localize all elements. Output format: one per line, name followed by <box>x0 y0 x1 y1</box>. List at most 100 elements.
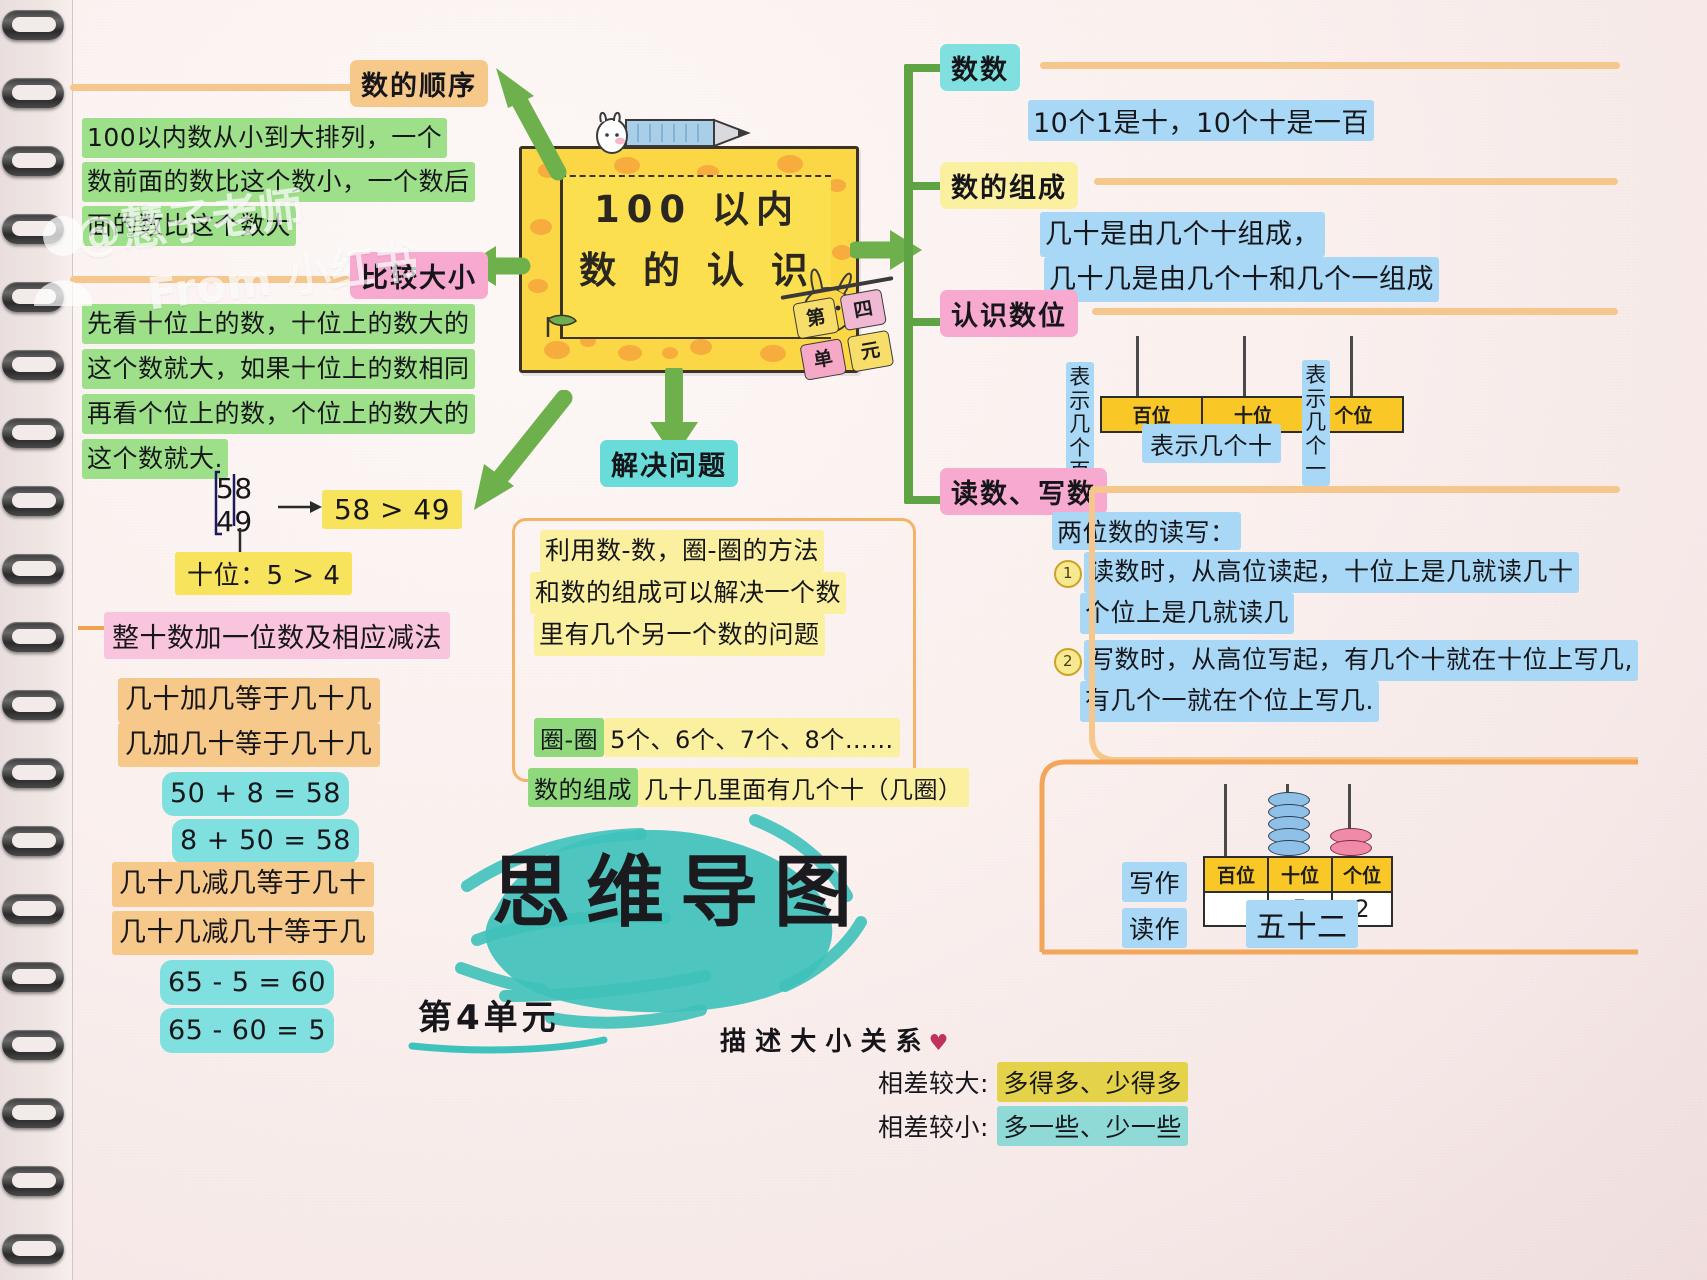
chip-problem: 解决问题 <box>600 440 738 487</box>
chip-composition: 数的组成 <box>940 162 1078 209</box>
chip-addsub: 整十数加一位数及相应减法 <box>104 612 450 659</box>
sticker-char-1: 四 <box>839 288 887 332</box>
chip-addsub-wrap: 整十数加一位数及相应减法 <box>104 612 450 659</box>
problem-tag-2-label: 数的组成 <box>528 768 638 807</box>
compare-line-2: 再看个位上的数，个位上的数大的 <box>82 394 475 434</box>
relation-line-0-label: 相差较大: <box>878 1069 989 1098</box>
compare-line-0: 先看十位上的数，十位上的数大的 <box>82 304 475 344</box>
sub-example-1: 65 - 60 = 5 <box>160 1008 335 1054</box>
abacus-read-value-wrap: 五十二 <box>1246 900 1358 948</box>
addsub-rules-sub: 几十几减几等于几十 几十几减几十等于几 <box>112 862 374 955</box>
arrow-to-right-branches <box>850 230 922 270</box>
brush-stroke-decoration <box>455 814 867 1029</box>
arrow-right-small-icon <box>278 501 322 513</box>
card-inner-frame: 100 以内 数 的 认 识 <box>560 175 831 339</box>
relation-char-2: 大 <box>790 1027 817 1057</box>
abacus-header-0: 百位 <box>1205 858 1269 891</box>
abacus-read-label-wrap: 读作 <box>1122 908 1188 948</box>
readwrite-heading-wrap: 两位数的读写： <box>1052 512 1241 550</box>
compare-line-1: 这个数就大，如果十位上的数相同 <box>82 349 475 389</box>
order-line-2: 面的数比这个数大 <box>82 206 297 246</box>
order-text: 100以内数从小到大排列，一个 数前面的数比这个数小，一个数后 面的数比这个数大 <box>82 118 475 246</box>
readwrite-1-line-1: 个位上是几就读几 <box>1080 592 1295 634</box>
composition-line-0: 几十是由几个十组成， <box>1040 212 1325 258</box>
compare-example-result: 58 > 49 <box>322 490 463 529</box>
compare-text: 先看十位上的数，十位上的数大的 这个数就大，如果十位上的数相同 再看个位上的数，… <box>82 304 475 479</box>
compare-example-note: 十位：5 > 4 <box>175 552 353 595</box>
relation-title: 描 述 大 小 关 系 ♥ <box>718 1018 948 1061</box>
relation-line-0-value: 多得多、少得多 <box>997 1062 1188 1102</box>
branch-stub-counting <box>904 64 946 72</box>
places-bottom-label-wrap: 表示几个十 <box>1142 424 1281 463</box>
relation-line-1-value: 多一些、少一些 <box>997 1106 1188 1146</box>
relation-char-0: 描 <box>720 1027 747 1057</box>
relation-line-1-label: 相差较小: <box>878 1113 989 1142</box>
addsub-examples-sub: 65 - 5 = 60 65 - 60 = 5 <box>160 960 335 1054</box>
addsub-rules-add: 几十加几等于几十几 几加几十等于几十几 <box>118 678 380 767</box>
unit-underline <box>408 1036 608 1054</box>
rule-compare <box>70 276 350 283</box>
abacus-header-2: 个位 <box>1333 858 1391 891</box>
readwrite-bullet-1: 1 <box>1054 560 1082 588</box>
chip-places: 认识数位 <box>940 290 1078 337</box>
relation-char-3: 小 <box>825 1027 852 1057</box>
example-bracket-icon <box>214 470 236 536</box>
places-right-label: 表示几个一 <box>1302 360 1330 486</box>
composition-line-1: 几十几是由几个十和几个一组成 <box>1044 257 1439 303</box>
readwrite-1-line-0: 读数时，从高位读起，十位上是几就读几十 <box>1084 552 1579 593</box>
chip-counting: 数数 <box>940 44 1020 91</box>
abacus-write-label: 写作 <box>1122 862 1188 902</box>
problem-tag-2-value: 几十几里面有几个十（几圈） <box>638 768 969 807</box>
brush-title: 思维导图 <box>492 848 869 938</box>
add-rule-1: 几加几十等于几十几 <box>118 722 380 767</box>
rule-composition <box>1094 178 1618 185</box>
sticker-char-3: 元 <box>846 329 895 373</box>
order-line-0: 100以内数从小到大排列，一个 <box>82 118 448 158</box>
problem-tag-1-value: 5个、6个、7个、8个…… <box>604 718 900 757</box>
counting-line-0: 10个1是十，10个十是一百 <box>1028 100 1374 141</box>
abacus-header-1: 十位 <box>1269 858 1333 891</box>
pencil-icon <box>596 111 751 154</box>
abacus-read-value: 五十二 <box>1246 900 1358 948</box>
abacus-beads <box>1206 784 1386 858</box>
problem-box-text: 利用数-数，圈-圈的方法 和数的组成可以解决一个数 里有几个另一个数的问题 <box>530 530 847 656</box>
readwrite-2-line-0: 写数时，从高位写起，有几个十就在十位上写几, <box>1084 640 1638 681</box>
spiral-binding <box>0 0 73 1280</box>
readwrite-heading: 两位数的读写： <box>1052 512 1241 550</box>
abacus-write-label-wrap: 写作 <box>1122 862 1188 902</box>
arrow-to-addsub <box>474 390 573 510</box>
counting-text: 10个1是十，10个十是一百 <box>1028 100 1374 141</box>
add-example-1: 8 + 50 = 58 <box>172 819 359 864</box>
abacus-read-label: 读作 <box>1122 908 1188 948</box>
relation-heart-icon: ♥ <box>928 1031 949 1056</box>
readwrite-2-line-1: 有几个一就在个位上写几. <box>1080 680 1379 722</box>
add-example-0: 50 + 8 = 58 <box>162 772 349 817</box>
branch-stub-composition <box>904 182 946 190</box>
branch-stub-places <box>904 318 946 326</box>
rule-counting <box>1040 62 1620 69</box>
sub-rule-1: 几十几减几十等于几 <box>112 910 374 955</box>
relation-line-1: 相差较小: 多一些、少一些 <box>878 1106 1188 1146</box>
sub-rule-0: 几十几减几等于几十 <box>112 862 374 907</box>
sticker-char-0: 第 <box>792 296 840 340</box>
page-title-line-2: 数 的 认 识 <box>579 248 815 292</box>
composition-text: 几十是由几个十组成， 几十几是由几个十和几个一组成 <box>1040 212 1439 303</box>
orange-connector <box>1039 490 1638 955</box>
problem-tag-1-label: 圈-圈 <box>534 718 605 757</box>
problem-tag-2: 数的组成几十几里面有几个十（几圈） <box>528 768 969 807</box>
relation-char-4: 关 <box>860 1027 887 1057</box>
watermark-avatar-icon <box>34 216 92 306</box>
rule-readwrite <box>1090 486 1620 493</box>
branch-stub-readwrite <box>904 496 946 504</box>
sticker-char-2: 单 <box>799 338 848 381</box>
readwrite-bullet-2: 2 <box>1054 648 1082 676</box>
chip-readwrite: 读数、写数 <box>940 468 1107 515</box>
addsub-examples-add: 50 + 8 = 58 8 + 50 = 58 <box>162 772 359 864</box>
compare-line-3: 这个数就大. <box>82 439 228 479</box>
relation-char-1: 述 <box>755 1027 782 1057</box>
rule-places <box>1092 308 1618 315</box>
order-line-1: 数前面的数比这个数小，一个数后 <box>82 162 475 202</box>
